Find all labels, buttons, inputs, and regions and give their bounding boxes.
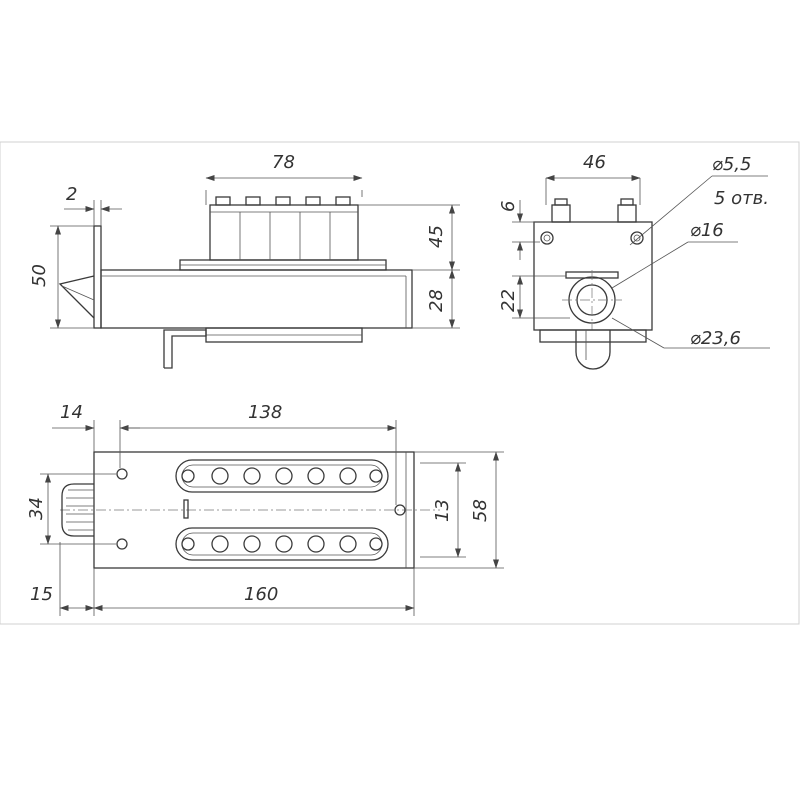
plan-hole-right	[394, 504, 406, 516]
dim-front-top-height: 45	[426, 225, 447, 248]
dim-side-pin: 6	[498, 201, 519, 212]
dim-plan-length: 138	[248, 402, 282, 423]
front-main-body	[100, 269, 413, 329]
dim-side-outer: ⌀23,6	[690, 328, 741, 349]
plan-view: 14 138 34 15 160 13 58	[26, 402, 504, 616]
side-hole-right	[630, 231, 644, 245]
side-bottom-cylinder	[575, 330, 611, 370]
side-pin-right	[617, 204, 637, 223]
dim-side-height: 22	[498, 289, 519, 312]
front-pin-housing	[209, 204, 359, 261]
side-bottom-plate	[539, 329, 647, 343]
side-hole-left	[540, 231, 554, 245]
plan-pin-row-bottom	[175, 527, 389, 561]
side-view: 46 6 22 ⌀5,5 5 отв. ⌀16 ⌀23,6	[498, 152, 770, 370]
plan-cylinder	[61, 483, 94, 537]
dim-plan-total: 160	[244, 584, 278, 605]
plan-pin-row-top	[175, 459, 389, 493]
dim-side-holes-count: 5 отв.	[714, 188, 769, 209]
plan-hole-left-top	[116, 468, 128, 480]
dim-side-width: 46	[583, 152, 606, 173]
plan-slot	[183, 499, 189, 519]
front-view: 78 2 50 45 28	[29, 152, 460, 369]
dim-front-plate: 50	[29, 264, 50, 287]
side-pin-left	[551, 204, 571, 223]
dim-front-width: 78	[272, 152, 295, 173]
sheet-frame	[0, 141, 800, 625]
dim-side-bore: ⌀16	[690, 220, 724, 241]
dim-side-hole: ⌀5,5	[712, 154, 751, 175]
plan-body	[93, 451, 415, 569]
front-angled-guide	[58, 275, 95, 319]
dim-front-body-height: 28	[426, 289, 447, 312]
front-pins	[215, 196, 351, 260]
front-vertical-plate	[93, 225, 102, 329]
front-latch-bar	[163, 329, 207, 369]
dim-plan-offset: 14	[60, 402, 83, 423]
plan-hole-left-bottom	[116, 538, 128, 550]
dim-plan-width: 34	[26, 497, 47, 520]
dim-plan-cylinder: 15	[30, 584, 53, 605]
dim-front-gap: 2	[66, 184, 77, 205]
dim-plan-depth: 58	[470, 499, 491, 522]
dim-plan-slot: 13	[432, 499, 453, 522]
